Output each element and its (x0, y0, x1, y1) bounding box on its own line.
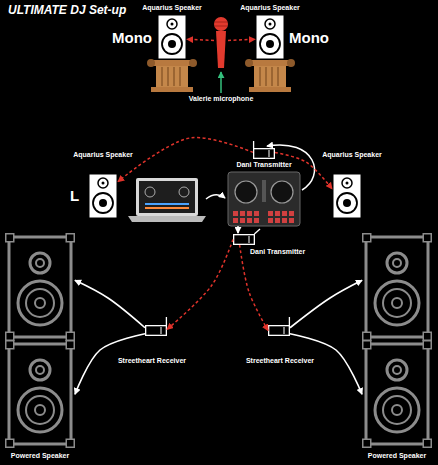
antenna (289, 317, 290, 325)
receiver-node: Streetheart Receiver (268, 325, 290, 336)
signal-arrow (290, 280, 362, 327)
signal-arrow (75, 334, 145, 394)
speaker-node: Aquarius SpeakerMono (157, 14, 187, 60)
pedestal (245, 59, 295, 92)
speaker-icon (158, 15, 187, 60)
speaker-icon (333, 174, 362, 219)
microphone-node: Valerie microphone (214, 17, 228, 69)
signal-arrow (290, 334, 362, 394)
receiver-icon (146, 326, 167, 336)
wireless-link (240, 245, 268, 331)
laptop-base (128, 216, 206, 222)
speaker-cabinet (363, 341, 432, 448)
pads (233, 211, 259, 223)
title: ULTIMATE DJ Set-up (8, 4, 126, 17)
pointer-arrow (220, 72, 222, 93)
speaker-node: Aquarius Speaker (332, 172, 362, 220)
jog-wheel (271, 181, 293, 203)
transmitter-label: Dani Transmitter (250, 248, 305, 256)
speaker-cabinet (6, 341, 75, 448)
microphone-grille (215, 26, 227, 27)
laptop-screen (136, 178, 198, 216)
receiver-node: Streetheart Receiver (145, 325, 167, 336)
wireless-link (167, 240, 233, 330)
wireless-link (228, 39, 255, 40)
microphone-label: Valerie microphone (189, 95, 254, 103)
speaker-icon (256, 15, 285, 60)
antenna (254, 229, 260, 234)
speaker-cabinet (363, 234, 432, 341)
waveform (145, 203, 189, 205)
channel-label: L (70, 188, 79, 203)
antenna (166, 317, 167, 325)
channel-label: Mono (112, 30, 152, 45)
speaker-label: Aquarius Speaker (142, 4, 202, 12)
speaker-label: Aquarius Speaker (240, 4, 300, 12)
signal-arrow (75, 280, 145, 327)
deck-icon (145, 187, 155, 197)
waveform (145, 207, 189, 209)
transmitter-icon (234, 235, 255, 245)
fader (262, 180, 266, 202)
antenna (253, 141, 254, 148)
powered-speaker-node: Powered Speaker (5, 233, 75, 448)
receiver-label: Streetheart Receiver (118, 357, 186, 365)
speaker-label: Aquarius Speaker (322, 151, 382, 159)
receiver-icon (269, 326, 290, 336)
speaker-label: Powered Speaker (368, 452, 426, 460)
signal-arrow (237, 226, 239, 233)
wireless-link (187, 39, 214, 40)
transmitter-label: Dani Transmitter (236, 161, 291, 169)
transmitter-node: Dani Transmitter (233, 234, 255, 245)
pedestal (147, 59, 197, 92)
receiver-label: Streetheart Receiver (246, 357, 314, 365)
pads (268, 211, 294, 223)
microphone-grille (215, 22, 227, 23)
speaker-label: Powered Speaker (11, 452, 69, 460)
laptop-display (139, 181, 195, 213)
speaker-node: Aquarius SpeakerL (88, 172, 118, 220)
microphone-handle (216, 31, 226, 68)
powered-speaker-node: Powered Speaker (362, 233, 432, 448)
deck-icon (179, 187, 189, 197)
transmitter-node: Dani Transmitter (253, 148, 275, 159)
jog-wheel (235, 181, 257, 203)
signal-arrow (206, 195, 225, 199)
speaker-cabinet (6, 234, 75, 341)
transmitter-icon (254, 149, 275, 159)
speaker-node: Aquarius SpeakerMono (255, 14, 285, 60)
speaker-icon (89, 174, 118, 219)
microphone-head (214, 17, 228, 31)
channel-label: Mono (289, 30, 329, 45)
wireless-link (118, 138, 253, 182)
dj-controller (228, 172, 300, 226)
speaker-label: Aquarius Speaker (73, 151, 133, 159)
